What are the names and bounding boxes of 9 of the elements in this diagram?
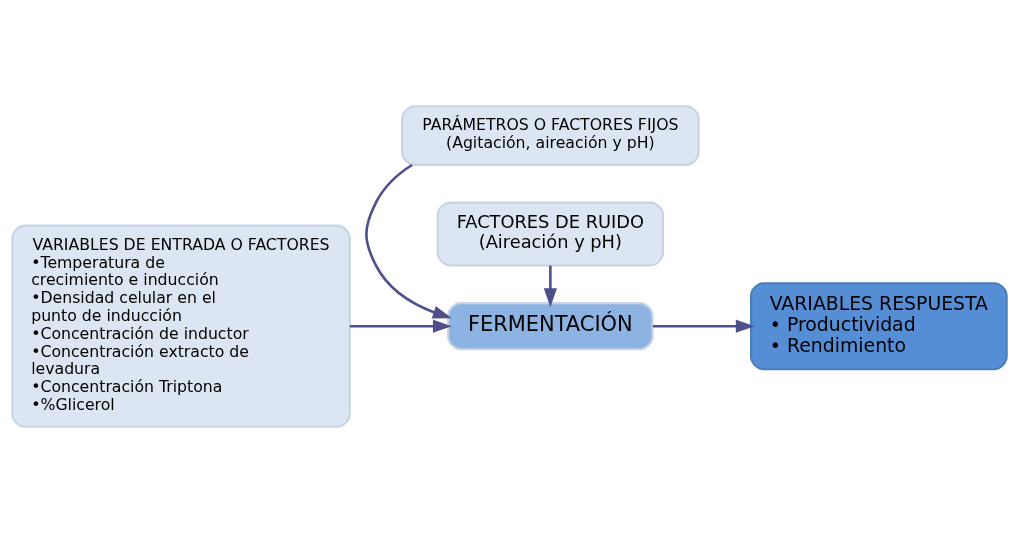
node-box: PARÁMETROS O FACTORES FIJOS (Agitación, aireación y pH) — [401, 105, 700, 166]
arrow — [543, 265, 557, 308]
arrow — [349, 319, 452, 333]
arrow — [652, 319, 755, 333]
arrow — [365, 163, 452, 319]
node-box: FACTORES DE RUIDO (Aireación y pH) — [436, 201, 665, 267]
node-box: VARIABLES DE ENTRADA O FACTORES •Temperatura de crecimiento e inducción •Densidad celular en el punto de inducción •Concentración de inductor •Concentración extracto de levadura •Concentración Triptona •%Glicerol — [11, 224, 351, 428]
node-box: FERMENTACIÓN — [447, 302, 654, 351]
node-box: VARIABLES RESPUESTA • Productividad • Rendimiento — [749, 282, 1008, 371]
